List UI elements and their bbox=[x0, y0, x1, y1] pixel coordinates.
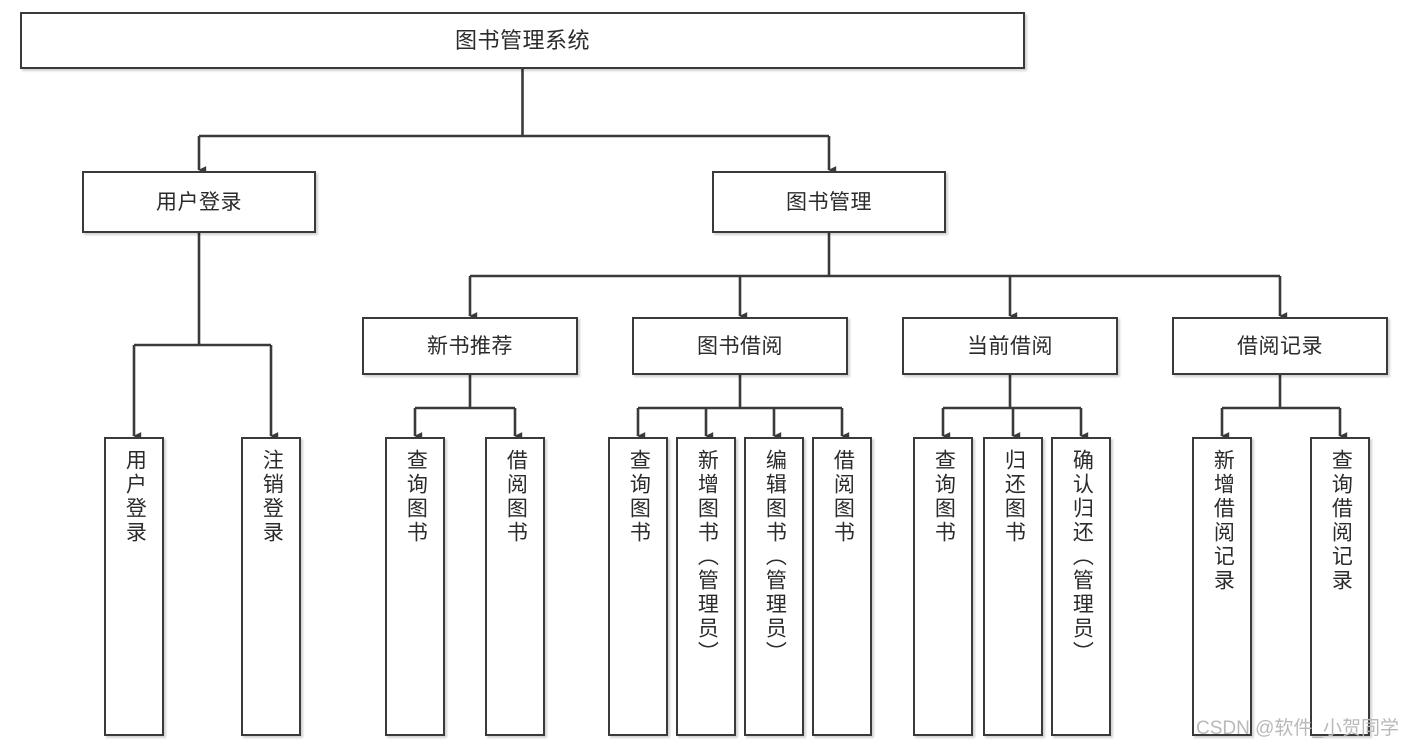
node-label-bookmgmt: 图书管理 bbox=[786, 190, 872, 214]
node-leaf-records-1[interactable]: 新增借阅记录 bbox=[1192, 437, 1252, 736]
node-label-records: 借阅记录 bbox=[1237, 334, 1323, 358]
node-newrec[interactable]: 新书推荐 bbox=[362, 317, 578, 375]
node-label-leaf-current-3: 确认归还（管理员） bbox=[1070, 449, 1094, 665]
node-leaf-current-3[interactable]: 确认归还（管理员） bbox=[1051, 437, 1111, 736]
node-label-leaf-records-2: 查询借阅记录 bbox=[1329, 449, 1353, 593]
node-label-leaf-current-1: 查询图书 bbox=[932, 449, 956, 545]
node-label-leaf-borrow-4: 借阅图书 bbox=[831, 449, 855, 545]
watermark-label: CSDN @软件_小贺同学 bbox=[1196, 718, 1399, 739]
node-label-leaf-records-1: 新增借阅记录 bbox=[1211, 449, 1235, 593]
node-label-leaf-borrow-3: 编辑图书（管理员） bbox=[763, 449, 787, 665]
node-label-root: 图书管理系统 bbox=[454, 27, 590, 53]
node-label-leaf-current-2: 归还图书 bbox=[1002, 449, 1026, 545]
node-leaf-borrow-3[interactable]: 编辑图书（管理员） bbox=[744, 437, 804, 736]
node-bookmgmt[interactable]: 图书管理 bbox=[712, 171, 946, 233]
node-label-current: 当前借阅 bbox=[967, 334, 1053, 358]
node-borrow[interactable]: 图书借阅 bbox=[632, 317, 848, 375]
node-label-leaf-newrec-1: 查询图书 bbox=[404, 449, 428, 545]
node-leaf-borrow-1[interactable]: 查询图书 bbox=[608, 437, 668, 736]
node-leaf-current-1[interactable]: 查询图书 bbox=[913, 437, 973, 736]
node-label-leaf-borrow-1: 查询图书 bbox=[627, 449, 651, 545]
node-leaf-records-2[interactable]: 查询借阅记录 bbox=[1310, 437, 1370, 736]
node-leaf-newrec-1[interactable]: 查询图书 bbox=[385, 437, 445, 736]
node-leaf-borrow-4[interactable]: 借阅图书 bbox=[812, 437, 872, 736]
node-leaf-borrow-2[interactable]: 新增图书（管理员） bbox=[676, 437, 736, 736]
node-leaf-newrec-2[interactable]: 借阅图书 bbox=[485, 437, 545, 736]
node-records[interactable]: 借阅记录 bbox=[1172, 317, 1388, 375]
node-label-borrow: 图书借阅 bbox=[697, 334, 783, 358]
node-leaf-login-1[interactable]: 用户登录 bbox=[104, 437, 164, 736]
node-leaf-login-2[interactable]: 注销登录 bbox=[241, 437, 301, 736]
node-label-leaf-login-2: 注销登录 bbox=[260, 449, 284, 545]
node-label-login: 用户登录 bbox=[156, 190, 242, 214]
node-label-leaf-borrow-2: 新增图书（管理员） bbox=[695, 449, 719, 665]
node-leaf-current-2[interactable]: 归还图书 bbox=[983, 437, 1043, 736]
node-root[interactable]: 图书管理系统 bbox=[20, 12, 1025, 69]
node-label-leaf-newrec-2: 借阅图书 bbox=[504, 449, 528, 545]
node-label-leaf-login-1: 用户登录 bbox=[123, 449, 147, 545]
node-current[interactable]: 当前借阅 bbox=[902, 317, 1118, 375]
node-label-newrec: 新书推荐 bbox=[427, 334, 513, 358]
node-login[interactable]: 用户登录 bbox=[82, 171, 316, 233]
